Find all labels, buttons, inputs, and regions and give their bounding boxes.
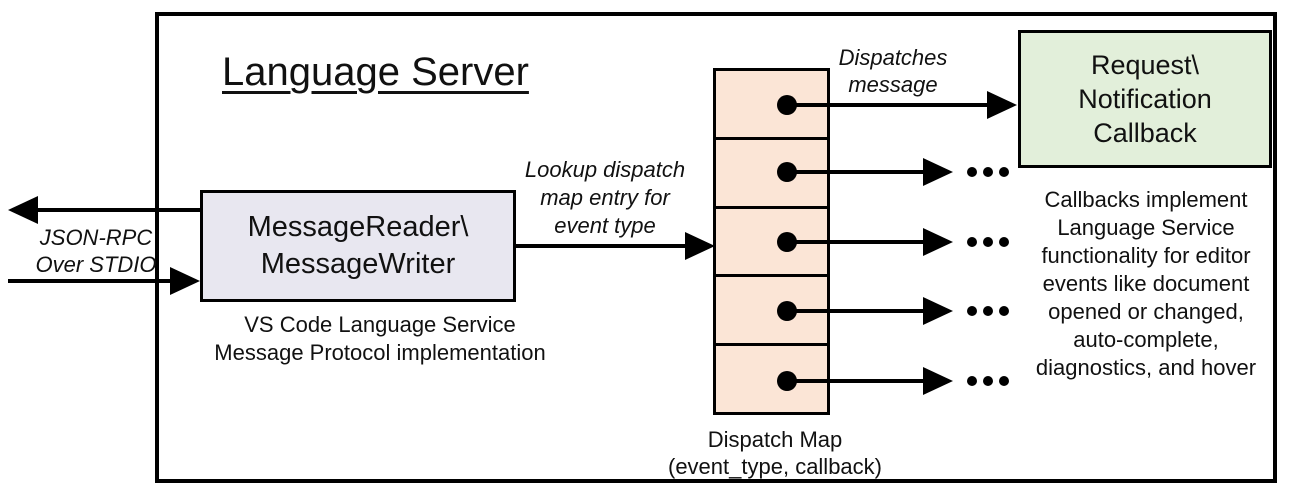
callback-label-line3: Callback (1093, 118, 1197, 148)
dispatch-map-slot (716, 71, 827, 137)
callback-description-line2: Language Service (1057, 215, 1235, 240)
callback-description-line7: diagnostics, and hover (1035, 355, 1257, 380)
dispatches-annotation-line1: Dispatches (838, 45, 948, 70)
dispatches-message-annotation: Dispatches message (816, 44, 970, 98)
language-server-boundary-box (155, 12, 1277, 483)
message-reader-caption-line1: VS Code Language Service (244, 312, 516, 337)
dispatch-map-caption-line1: Dispatch Map (707, 427, 843, 452)
callback-description-line6: auto-complete, (1073, 327, 1219, 352)
dispatch-map-caption: Dispatch Map (event_type, callback) (640, 426, 910, 480)
dispatch-map-slot (716, 343, 827, 412)
callback-description-line3: functionality for editor (1041, 243, 1251, 268)
json-rpc-annotation: JSON-RPC Over STDIO (20, 224, 172, 278)
dispatches-annotation-line2: message (848, 72, 938, 97)
callback-description-line4: events like document (1042, 271, 1250, 296)
message-reader-caption: VS Code Language Service Message Protoco… (172, 311, 588, 367)
dispatch-map-node (713, 68, 830, 415)
callback-label-line1: Request\ (1090, 50, 1200, 80)
callback-description-line1: Callbacks implement (1044, 187, 1248, 212)
message-reader-caption-line2: Message Protocol implementation (214, 340, 546, 365)
message-reader-writer-node: MessageReader\ MessageWriter (200, 190, 516, 302)
json-rpc-annotation-line2: Over STDIO (35, 252, 157, 277)
callback-description-line5: opened or changed, (1048, 299, 1244, 324)
message-writer-label: MessageWriter (260, 248, 456, 280)
lookup-dispatch-annotation: Lookup dispatch map entry for event type (512, 156, 698, 240)
request-notification-callback-node: Request\ Notification Callback (1018, 30, 1272, 168)
callback-label-line2: Notification (1078, 84, 1212, 114)
json-rpc-annotation-line1: JSON-RPC (39, 225, 153, 250)
lookup-annotation-line2: map entry for (540, 185, 670, 210)
dispatch-map-slot (716, 205, 827, 275)
diagram-title: Language Server (222, 50, 529, 94)
callback-description: Callbacks implement Language Service fun… (1016, 186, 1276, 382)
message-reader-label: MessageReader\ (247, 211, 469, 243)
lookup-annotation-line3: event type (554, 213, 656, 238)
lookup-annotation-line1: Lookup dispatch (524, 157, 686, 182)
dispatch-map-slot (716, 274, 827, 343)
dispatch-map-caption-line2: (event_type, callback) (668, 454, 882, 479)
dispatch-map-slot (716, 136, 827, 206)
